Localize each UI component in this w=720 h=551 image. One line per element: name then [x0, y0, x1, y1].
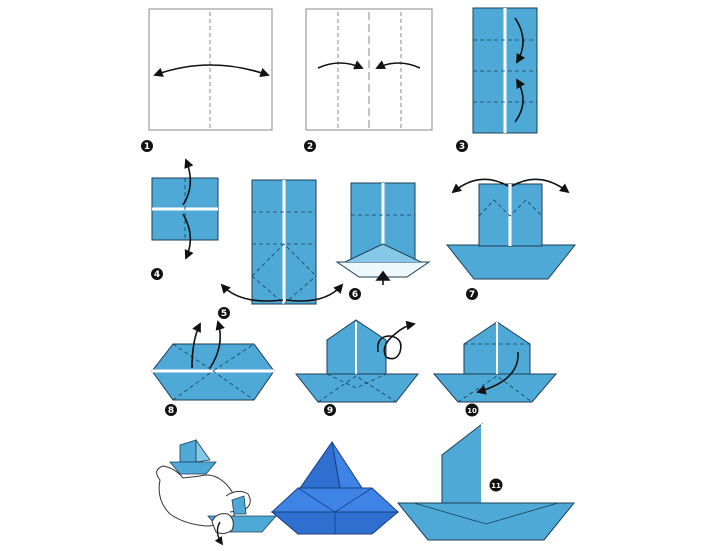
step-1-illustration [148, 8, 273, 131]
step-number: 11 [491, 482, 501, 490]
step-badge-4: 4 [151, 268, 163, 280]
fold-arrow [182, 213, 194, 260]
small-boat-sail [195, 438, 211, 463]
small-boat-sail [231, 495, 247, 515]
step-9-illustration [294, 319, 420, 403]
step-number: 9 [327, 406, 333, 416]
hand [211, 513, 234, 535]
boat-hull [294, 373, 420, 403]
crease-line [413, 502, 559, 525]
step-number: 6 [352, 290, 358, 300]
step-badges: 1 2 3 4 5 6 7 8 9 10 11 [141, 140, 503, 492]
crease-line [457, 343, 533, 403]
fold-arrow [153, 64, 270, 78]
step-number: 7 [469, 290, 475, 300]
step-number: 2 [307, 142, 313, 152]
small-boat-hull [169, 461, 217, 475]
boat-hull [445, 244, 577, 280]
fold-arrow [375, 60, 421, 70]
fold-arrow [285, 283, 344, 302]
fold-arrow [476, 351, 519, 395]
fold-arrow [317, 60, 364, 70]
step-3-illustration [472, 7, 538, 134]
fold-arrow [220, 283, 284, 302]
step-badge-5: 5 [218, 307, 230, 319]
step-badge-9: 9 [324, 404, 336, 416]
step-6-illustration [335, 182, 431, 285]
crease-line [478, 199, 543, 217]
step-7-illustration [445, 178, 577, 280]
step-number: 4 [154, 270, 160, 280]
hands-illustration [156, 438, 277, 546]
step-badge-8: 8 [165, 404, 177, 416]
step-badge-7: 7 [466, 288, 478, 300]
step-10-illustration [432, 321, 558, 403]
crease-line [172, 343, 255, 401]
crease-line [251, 243, 317, 305]
step-2-illustration [305, 8, 433, 131]
fold-arrow [209, 320, 225, 369]
crease-line [297, 487, 373, 534]
fold-arrow [214, 521, 223, 546]
step-5-illustration [220, 179, 344, 305]
boat-sail [441, 422, 483, 504]
fold-arrow [514, 78, 526, 123]
boat-hull [344, 243, 422, 263]
fold-arrow [182, 158, 194, 206]
step-number: 10 [467, 407, 477, 415]
step-badge-11: 11 [489, 478, 503, 492]
step-badge-2: 2 [304, 140, 316, 152]
step-11-illustration [396, 422, 576, 541]
fold-arrow [191, 322, 201, 369]
step-number: 1 [144, 142, 150, 152]
fold-arrow [514, 17, 526, 64]
step-badge-3: 3 [456, 140, 468, 152]
step-8-illustration [151, 320, 275, 401]
crease-line [317, 373, 397, 403]
boat-hull [432, 373, 558, 403]
step-number: 5 [221, 309, 227, 319]
step-number: 3 [459, 142, 465, 152]
fold-arrow [511, 178, 570, 194]
push-arrow [375, 270, 391, 285]
boat-hull [270, 487, 400, 513]
turn-arrow [376, 320, 416, 360]
small-boat-sail [179, 439, 197, 463]
step-badge-1: 1 [141, 140, 153, 152]
step-badge-6: 6 [349, 288, 361, 300]
boat-3d-illustration [270, 440, 400, 535]
boat-hull [396, 502, 576, 541]
fold-arrow [451, 178, 509, 194]
step-number: 8 [168, 406, 174, 416]
step-badge-10: 10 [465, 403, 479, 417]
step-4-illustration [151, 158, 219, 260]
